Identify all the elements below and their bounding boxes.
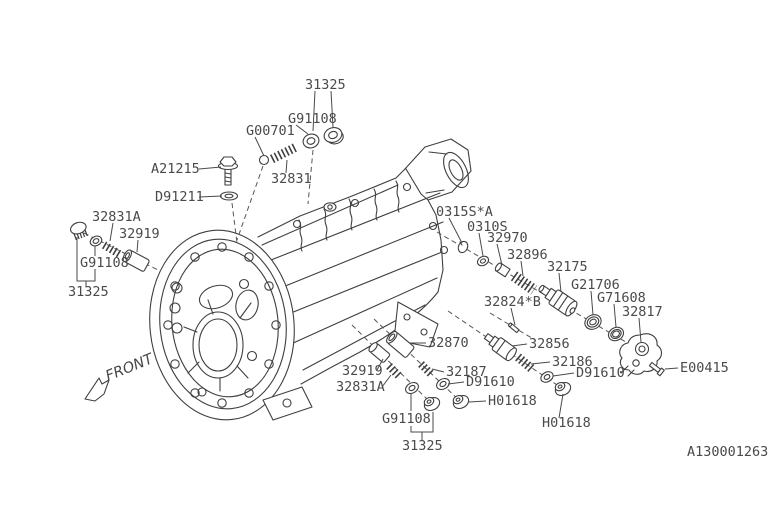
part-washer-0310s [476,255,490,267]
part-labels: 31325 G91108 G00701 32831 A21215 D91211 … [68,77,729,454]
part-spring-32831a-bottom [386,363,403,380]
part-label-g91108-left: G91108 [80,255,129,271]
part-label-32831a-bottom: 32831A [336,379,385,395]
part-label-g91108-bottom: G91108 [382,411,431,427]
part-label-32896: 32896 [507,247,548,263]
part-label-g00701: G00701 [246,123,295,139]
part-gasket-g91108-bottom [405,381,419,395]
part-label-32187: 32187 [446,364,487,380]
part-plunger-32919-left [122,249,150,272]
part-nut-32970 [494,262,511,278]
part-plug-31325-left [70,221,89,241]
part-spring-32831 [269,142,299,164]
part-ball-g00701 [258,154,270,166]
part-pin-32824-b [508,322,520,334]
part-washer-d91610-center [436,377,450,391]
part-gasket-g91108-left [89,235,103,247]
part-label-32831: 32831 [271,171,312,187]
transmission-case-drawing [149,138,472,421]
part-gasket-g21706 [584,314,602,330]
part-label-h01618-right: H01618 [542,415,591,431]
part-plug-h01618-right [554,381,572,397]
part-label-g21706: G21706 [571,277,620,293]
part-switch-32175 [538,284,578,317]
part-label-31325-left: 31325 [68,284,109,300]
part-washer-d91610-right [540,371,554,383]
part-washer-d91211 [219,191,239,201]
part-label-a21215: A21215 [151,161,200,177]
part-label-d91211: D91211 [155,189,204,205]
leader-lines [76,90,679,440]
part-plunger-32919-bottom [368,342,391,363]
part-label-32831a-left: 32831A [92,209,141,225]
part-label-0310s: 0310S [467,219,508,235]
part-label-h01618-center: H01618 [488,393,537,409]
part-label-g91108-top: G91108 [288,111,337,127]
part-label-32186: 32186 [552,354,593,370]
part-plunger-32870 [386,330,415,358]
part-label-32175: 32175 [547,259,588,275]
part-label-g71608: G71608 [597,290,646,306]
front-direction-indicator: FRONT [84,351,157,402]
part-label-e00415: E00415 [680,360,729,376]
part-label-32919-bottom: 32919 [342,363,383,379]
part-label-32870: 32870 [428,335,469,351]
part-spring-32186 [515,353,535,373]
part-label-32817: 32817 [622,304,663,320]
part-gasket-g91108-top [302,133,320,149]
part-label-31325-bottom: 31325 [402,438,443,454]
part-switch-32856 [483,333,517,362]
part-spring-32896 [510,271,538,295]
part-bolt-a21215 [217,156,239,186]
part-label-32856: 32856 [529,336,570,352]
front-arrow-icon [84,377,110,402]
part-clip-0315s-a [457,240,469,254]
part-plug-h01618-center [452,394,470,410]
part-label-32970: 32970 [487,230,528,246]
part-screw-e00415 [648,361,665,377]
part-gasket-g71608 [607,326,625,342]
part-label-32919-left: 32919 [119,226,160,242]
part-label-d91610-right: D91610 [576,365,625,381]
part-label-32824-b: 32824*B [484,294,541,310]
front-label: FRONT [104,351,157,385]
part-label-d91610-center: D91610 [466,374,515,390]
part-label-0315s-a: 0315S*A [436,204,493,220]
part-plug-31325-top [323,127,344,145]
diagram-code: A130001263 [687,444,768,460]
part-spring-32831a-left [101,241,124,259]
part-label-31325-top: 31325 [305,77,346,93]
part-spring-32187 [418,361,435,378]
part-plug-31325-bottom [423,396,441,412]
